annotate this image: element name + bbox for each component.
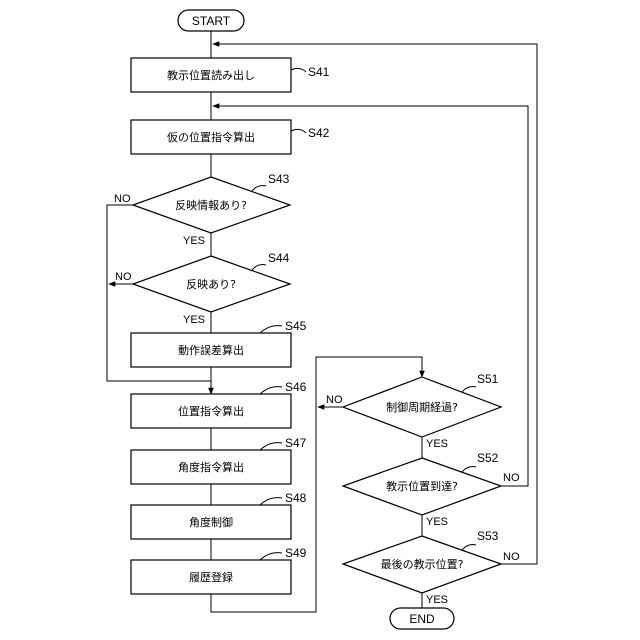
decision-s43: 反映情報あり? S43 YES NO [114,172,290,247]
decision-s51-text: 制御周期経過? [386,400,458,414]
step-s42: 仮の位置指令算出 S42 [131,120,330,154]
step-s45-text: 動作誤差算出 [178,343,244,357]
decision-s43-leader [252,186,266,191]
step-s46-id: S46 [285,380,307,394]
decision-s53-yes: YES [426,594,448,606]
end-label: END [409,612,435,626]
step-s41-id: S41 [308,65,330,79]
step-s45: 動作誤差算出 S45 [131,319,307,367]
start-label: START [192,14,231,28]
decision-s52-text: 教示位置到達? [386,479,458,493]
decision-s51-id: S51 [477,372,499,386]
step-s41: 教示位置読み出し S41 [131,58,330,92]
decision-s53-text: 最後の教示位置? [381,557,464,571]
step-s46-text: 位置指令算出 [178,404,244,418]
decision-s44-yes: YES [183,314,205,326]
decision-s52-yes: YES [426,516,448,528]
decision-s44-leader [252,265,266,270]
step-s41-text: 教示位置読み出し [167,68,255,82]
step-s47-leader [260,443,282,450]
decision-s52: 教示位置到達? S52 YES NO [343,451,520,528]
step-s49-text: 履歴登録 [189,570,233,584]
decision-s52-leader [462,467,476,472]
decision-s53-no: NO [503,551,520,563]
step-s49: 履歴登録 S49 [131,546,307,594]
decision-s44-id: S44 [268,251,290,265]
step-s47: 角度指令算出 S47 [131,436,307,484]
connector-s52-no [213,106,528,486]
step-s49-id: S49 [285,546,307,560]
start-terminal: START [178,10,244,31]
decision-s43-text: 反映情報あり? [175,199,247,212]
end-terminal: END [390,608,454,629]
step-s46-leader [260,387,282,394]
step-s45-id: S45 [285,319,307,333]
decision-s52-no: NO [503,472,520,484]
decision-s44-no: NO [115,271,132,283]
step-s42-leader [291,129,306,133]
decision-s53: 最後の教示位置? S53 YES NO [343,529,520,606]
step-s47-text: 角度指令算出 [178,460,244,474]
step-s49-leader [260,553,282,560]
step-s42-id: S42 [308,126,330,140]
step-s48: 角度制御 S48 [131,491,307,539]
step-s42-text: 仮の位置指令算出 [167,130,255,144]
decision-s44-text: 反映あり? [186,278,236,291]
decision-s43-no: NO [114,193,131,205]
step-s41-leader [291,68,306,72]
decision-s44: 反映あり? S44 YES NO [115,251,290,326]
decision-s53-id: S53 [477,529,499,543]
decision-s43-yes: YES [183,235,205,247]
step-s45-leader [260,326,282,333]
step-s48-leader [260,498,282,505]
step-s46: 位置指令算出 S46 [131,380,307,428]
decision-s51-no: NO [326,394,343,406]
decision-s51: 制御周期経過? S51 YES NO [326,372,501,450]
decision-s43-id: S43 [268,172,290,186]
step-s48-text: 角度制御 [189,515,233,529]
step-s47-id: S47 [285,436,307,450]
decision-s53-leader [462,545,476,550]
step-s48-id: S48 [285,491,307,505]
decision-s52-id: S52 [477,451,499,465]
decision-s51-yes: YES [426,438,448,450]
decision-s51-leader [462,387,476,392]
